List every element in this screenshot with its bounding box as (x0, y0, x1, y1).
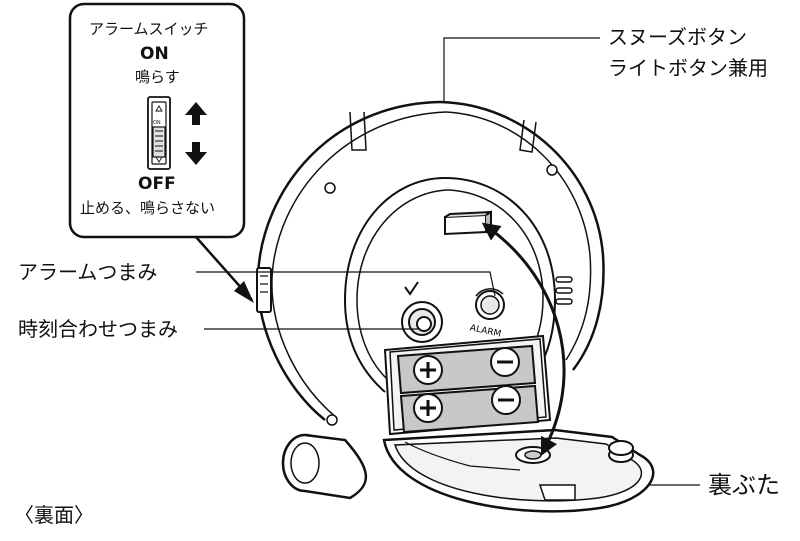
clock-stand (281, 433, 368, 500)
inset-switch: ON (147, 96, 171, 170)
battery-compartment (383, 334, 552, 436)
alarm-knob-label: ALARM (469, 323, 502, 339)
inset-title: アラームスイッチ (89, 20, 209, 38)
inset-box: ON (68, 2, 254, 303)
inset-on-label: ON (140, 44, 169, 64)
back-cover-callout: 裏ぶた (708, 471, 780, 499)
down-arrow-icon (185, 142, 207, 165)
alarm-knob: ALARM (469, 288, 505, 340)
alarm-knob-callout: アラームつまみ (18, 260, 158, 284)
up-arrow-icon (185, 102, 207, 125)
vent-slits (555, 276, 573, 305)
alarm-switch-side (256, 267, 272, 313)
time-set-knob (401, 281, 443, 343)
leader-lines (196, 37, 700, 486)
inset-on-desc: 鳴らす (135, 68, 180, 86)
time-knob-callout: 時刻合わせつまみ (18, 317, 178, 341)
snooze-label-line2: ライトボタン兼用 (608, 56, 768, 80)
snooze-light-button (444, 210, 492, 236)
inset-switch-mark-on: ON (153, 120, 161, 126)
correspondence-arrow (481, 222, 566, 457)
view-label: 〈裏面〉 (14, 503, 94, 527)
back-cover (382, 428, 655, 513)
inset-off-label: OFF (138, 174, 176, 194)
snooze-label-line1: スヌーズボタン (608, 25, 747, 49)
inset-off-desc: 止める、鳴らさない (80, 199, 216, 217)
